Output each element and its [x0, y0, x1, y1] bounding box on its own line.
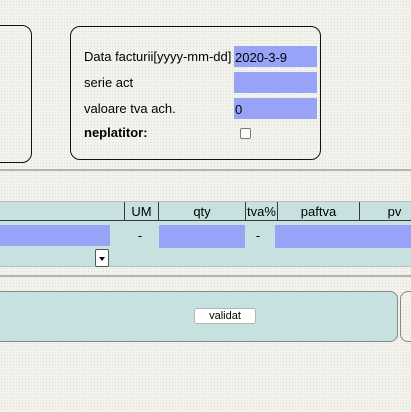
- left-panel: [0, 25, 32, 163]
- product-select[interactable]: [0, 225, 110, 267]
- chevron-down-icon[interactable]: [95, 249, 109, 267]
- nonpayer-label: neplatitor:: [84, 125, 148, 140]
- um-value: -: [137, 228, 143, 243]
- validate-button[interactable]: validat: [194, 308, 256, 324]
- vat-percent-value: -: [255, 228, 261, 243]
- invoice-panel: Data facturii[yyyy-mm-dd] serie act valo…: [70, 26, 321, 160]
- column-header-qty: qty: [159, 202, 246, 221]
- qty-input[interactable]: [159, 225, 245, 248]
- nonpayer-checkbox[interactable]: [240, 128, 251, 139]
- product-table: UM qty tva% paftva pv - -: [0, 201, 411, 267]
- invoice-date-input[interactable]: [234, 46, 317, 67]
- right-panel: [400, 291, 411, 342]
- vat-amount-label: valoare tva ach.: [84, 101, 176, 116]
- invoice-date-label: Data facturii[yyyy-mm-dd]: [84, 49, 232, 64]
- vat-amount-input[interactable]: [234, 98, 317, 119]
- series-input[interactable]: [234, 72, 317, 93]
- separator-top: [0, 169, 411, 171]
- column-header-product: [0, 202, 125, 221]
- column-header-um: UM: [125, 202, 159, 221]
- column-header-pv: pv: [360, 202, 411, 221]
- series-label: serie act: [84, 75, 134, 90]
- pv-input[interactable]: [360, 225, 411, 248]
- separator-bottom: [0, 275, 411, 277]
- column-header-paftva: paftva: [278, 202, 360, 221]
- paftva-input[interactable]: [275, 225, 361, 248]
- column-header-vat-percent: tva%: [246, 202, 278, 221]
